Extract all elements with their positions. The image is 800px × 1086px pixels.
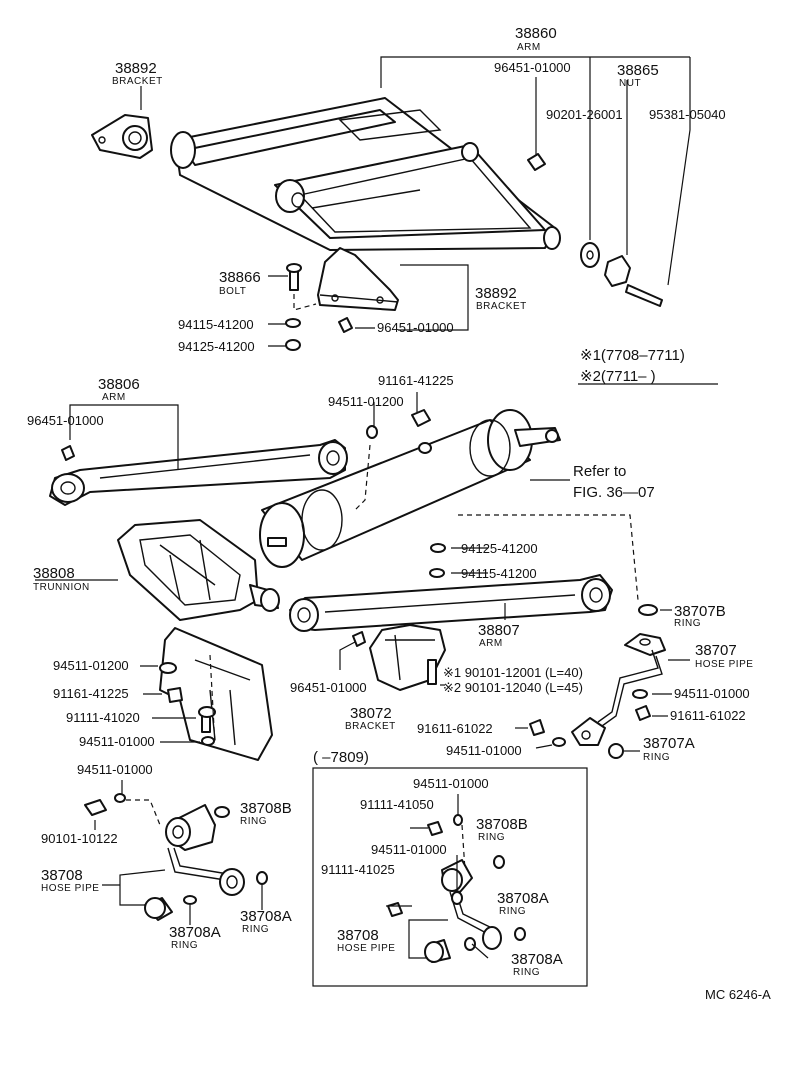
part-94511-01200-top: 94511-01200 [328,394,404,409]
bolt-90101-12040: ※2 90101-12040 (L=45) [443,680,583,695]
part-94511-01000-mid: 94511-01000 [446,743,522,758]
arm-38806-number: 38806 [98,376,140,393]
nut-38865-name: NUT [619,78,641,89]
part-94511-01000-box-1: 94511-01000 [413,776,489,791]
ring-38707b-name: RING [674,618,701,629]
hose-pipe-38707-drawing [529,633,666,759]
part-96451-01000-bracket: 96451-01000 [290,680,367,695]
shock-absorber-drawing [259,409,561,568]
bracket-38072-drawing [369,624,446,691]
ring-38708b-left-name: RING [240,816,267,827]
trunnion-38808-drawing [117,519,280,621]
part-94511-01000-bottom-left: 94511-01000 [77,762,153,777]
bracket-38072-number: 38072 [350,705,392,722]
note-2: ※2(7711– ) [580,368,656,385]
part-91161-41225-top: 91161-41225 [378,373,454,388]
arm-38807-number: 38807 [478,622,520,639]
arm-38860-name: ARM [517,42,541,53]
part-94511-01200-left: 94511-01200 [53,658,129,673]
arm-38807-name: ARM [479,638,503,649]
bracket-38892-top-number: 38892 [115,60,157,77]
arm-38860-number: 38860 [515,25,557,42]
arm-38860-drawing [170,97,561,251]
hose-pipe-38708-left-number: 38708 [41,867,83,884]
ring-38707a-number: 38707A [643,735,695,752]
ring-38708a-left1-name: RING [171,940,198,951]
nut-38865-number: 38865 [617,62,659,79]
hose-pipe-38707-name: HOSE PIPE [695,659,753,670]
ring-38708b-left-number: 38708B [240,800,292,817]
arm-38806-drawing [49,439,348,506]
bracket-38892-lower-drawing [285,247,399,351]
hose-pipe-38708-left-drawing [84,793,268,921]
ring-38708a-right2-number: 38708A [511,951,563,968]
bracket-38072-name: BRACKET [345,721,396,732]
diagram-code: MC 6246-A [705,987,771,1002]
hose-pipe-38708-right-number: 38708 [337,927,379,944]
ring-38708a-left1-number: 38708A [169,924,221,941]
arm-38807-drawing [289,574,613,647]
trunnion-38808-number: 38808 [33,565,75,582]
bracket-38892-top-drawing [91,114,153,159]
part-91111-41050: 91111-41050 [360,797,434,812]
arm-38806-name: ARM [102,392,126,403]
bolt-90101-12001: ※1 90101-12001 (L=40) [443,665,583,680]
ring-38707b-number: 38707B [674,603,726,620]
part-90101-10122: 90101-10122 [41,831,118,846]
hose-pipe-38708-right-name: HOSE PIPE [337,943,395,954]
trunnion-38808-name: TRUNNION [33,582,90,593]
part-95381-05040: 95381-05040 [649,107,726,122]
part-96451-01000-mid: 96451-01000 [377,320,454,335]
part-96451-01000-top: 96451-01000 [494,60,571,75]
part-94115-41200-a: 94115-41200 [178,317,254,332]
part-90201-26001: 90201-26001 [546,107,623,122]
refer-fig-label: FIG. 36—07 [573,484,655,501]
bracket-38892-lower-name: BRACKET [476,301,527,312]
refer-to-label: Refer to [573,463,626,480]
bracket-38892-top-name: BRACKET [112,76,163,87]
part-94115-41200-b: 94115-41200 [461,566,537,581]
part-94511-01000-left: 94511-01000 [79,734,155,749]
part-91161-41225-left: 91161-41225 [53,686,129,701]
part-91611-61022-mid: 91611-61022 [417,721,493,736]
part-91111-41025: 91111-41025 [321,862,395,877]
ring-38708a-right1-number: 38708A [497,890,549,907]
case-plate-drawing [159,627,273,761]
ring-38708b-right-number: 38708B [476,816,528,833]
note-1: ※1(7708–7711) [580,347,685,364]
part-91111-41020: 91111-41020 [66,710,140,725]
ring-38708a-left2-number: 38708A [240,908,292,925]
small-fasteners-top [527,153,663,307]
part-96451-01000-left: 96451-01000 [27,413,104,428]
part-94125-41200-b: 94125-41200 [461,541,538,556]
ring-38708a-right1-name: RING [499,906,526,917]
bracket-38892-lower-number: 38892 [475,285,517,302]
hose-pipe-38707-number: 38707 [695,642,737,659]
bolt-38866-name: BOLT [219,286,246,297]
inset-box-title: ( –7809) [313,749,369,766]
part-91611-61022-right: 91611-61022 [670,708,746,723]
ring-38708b-right-name: RING [478,832,505,843]
hose-pipe-38708-left-name: HOSE PIPE [41,883,99,894]
bolt-38866-number: 38866 [219,269,261,286]
inset-box [312,767,588,987]
ring-38707a-name: RING [643,752,670,763]
part-94511-01000-right: 94511-01000 [674,686,750,701]
ring-38708a-left2-name: RING [242,924,269,935]
ring-38708a-right2-name: RING [513,967,540,978]
part-94511-01000-box-2: 94511-01000 [371,842,447,857]
part-94125-41200-a: 94125-41200 [178,339,255,354]
